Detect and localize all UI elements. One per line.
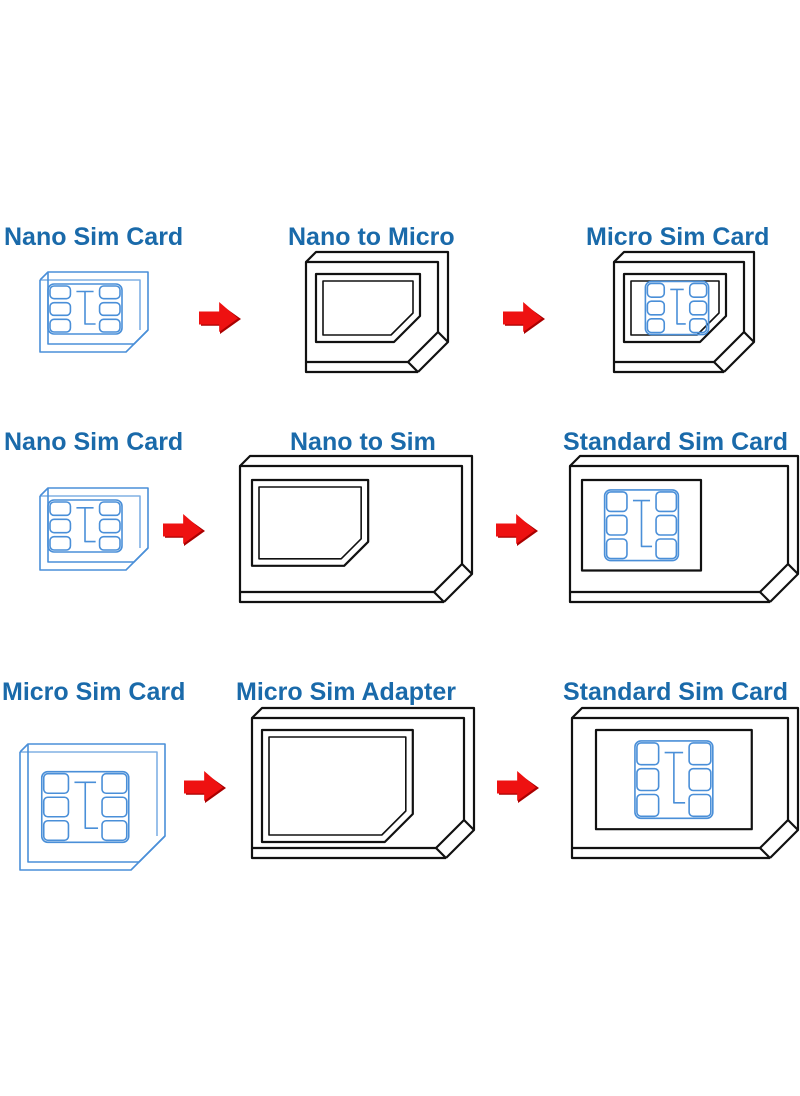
row2-nano-to-sim-adapter-icon (238, 454, 474, 604)
sim-chip-contacts (40, 770, 130, 844)
row2-source-label: Nano Sim Card (4, 428, 184, 456)
row1-micro-sim-icon (612, 250, 756, 374)
row1-nano-to-micro-adapter-icon (304, 250, 450, 374)
row3-standard-sim-icon (570, 706, 800, 860)
row2-adapter-label: Nano to Sim (290, 428, 436, 456)
sim-chip-contacts (603, 489, 680, 562)
row2-result-label: Standard Sim Card (563, 428, 789, 456)
adapter-opening (594, 728, 753, 831)
row3-micro-sim-icon (19, 743, 166, 871)
adapter-opening (622, 272, 728, 344)
adapter-opening (580, 478, 703, 572)
row1-result-label: Micro Sim Card (586, 223, 770, 251)
row1-source-label: Nano Sim Card (4, 223, 184, 251)
row3-micro-sim-adapter-icon (250, 706, 476, 860)
row3-adapter-label: Micro Sim Adapter (236, 678, 456, 706)
adapter-opening (314, 272, 422, 344)
row3-arrow-icon (184, 771, 226, 803)
row3-arrow-icon-2 (497, 771, 539, 803)
row3-source-label: Micro Sim Card (2, 678, 186, 706)
row2-arrow-icon (163, 514, 205, 546)
row2-arrow-icon-2 (496, 514, 538, 546)
sim-chip-contacts (47, 283, 123, 335)
sim-chip-contacts (634, 740, 714, 820)
row1-arrow-icon-2 (503, 302, 545, 334)
sim-chip-contacts (644, 280, 710, 336)
row1-adapter-label: Nano to Micro (288, 223, 455, 251)
row3-result-label: Standard Sim Card (563, 678, 789, 706)
row1-nano-sim-icon (39, 271, 149, 353)
row1-arrow-icon (199, 302, 241, 334)
adapter-opening (260, 728, 414, 844)
row2-standard-sim-icon (568, 454, 800, 604)
adapter-opening (250, 478, 370, 567)
sim-chip-contacts (47, 499, 123, 553)
row2-nano-sim-icon (39, 487, 149, 571)
